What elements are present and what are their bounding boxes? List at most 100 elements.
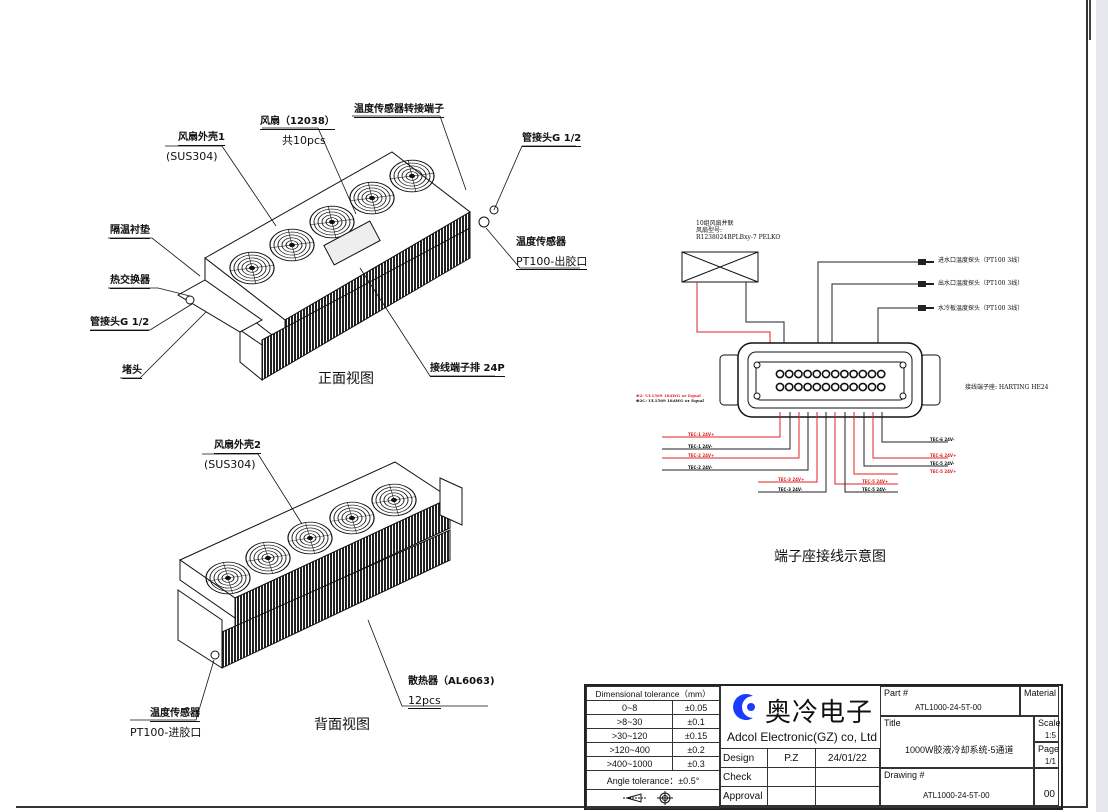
sheet-border <box>16 0 1088 808</box>
designer: P.Z <box>766 748 816 768</box>
connector-pin <box>830 369 840 379</box>
callout-insulation-pad: 隔温衬垫 <box>110 226 150 239</box>
company-name-cn: 奥冷电子 <box>765 698 874 728</box>
connector-pin <box>775 382 785 392</box>
signature-table: Design P.Z 24/01/22 Check Approval <box>720 748 881 806</box>
callout-fan: 风扇（12038） <box>260 117 335 130</box>
title-cell: Title 1000W胶液冷却系统-5通道 <box>880 716 1034 768</box>
tolerance-row: >30~120±0.15 <box>585 728 720 743</box>
connector-pin <box>803 382 812 392</box>
material-cell: Material <box>1020 686 1059 716</box>
part-number-cell: Part # ATL1000-24-5T-00 <box>880 686 1020 716</box>
drawing-title: 1000W胶液冷却系统-5通道 <box>905 745 1014 755</box>
projection-symbol-icon <box>623 791 673 805</box>
front-view-drawing <box>90 115 580 382</box>
connector-pin <box>840 382 849 392</box>
connector-pin <box>821 369 831 379</box>
drawing-number: ATL1000-24-5T-00 <box>923 791 990 800</box>
callout-pipe-fitting-left: 管接头G 1/2 <box>90 318 150 331</box>
callout-temp-sensor-in-spec: PT100-进胶口 <box>130 726 202 739</box>
connector-pin <box>784 382 794 392</box>
connector-pin <box>775 369 785 379</box>
fan-note: 10组风扇并联 风扇型号: R1238024BPLBxy-7 PELKO <box>696 220 781 242</box>
part-number: ATL1000-24-5T-00 <box>915 703 982 712</box>
angle-tolerance: Angle tolerance：±0.5° <box>586 770 720 790</box>
callout-fan-housing-1-material: (SUS304) <box>166 150 218 163</box>
connector-pin <box>876 369 886 379</box>
wire-label: TEC-1 24V+ <box>688 432 715 437</box>
callout-temp-sensor-terminal: 温度传感器转接端子 <box>354 105 444 118</box>
revision: 00 <box>1043 789 1055 800</box>
callout-fan-qty: 共10pcs <box>282 134 326 147</box>
vertical-scrollbar[interactable] <box>1096 0 1108 812</box>
callout-heatsink: 散热器（AL6063) <box>408 676 495 687</box>
callout-temp-sensor-out: 温度传感器 <box>516 237 566 248</box>
company-name-en: Adcol Electronic(GZ) co, Ltd <box>727 730 878 744</box>
drawing-number-cell: Drawing # ATL1000-24-5T-00 <box>880 768 1034 806</box>
connector-pin <box>867 382 877 392</box>
connector-pin <box>803 369 812 379</box>
connector-pin <box>840 369 849 379</box>
design-date: 24/01/22 <box>814 748 881 768</box>
callout-temp-sensor-out-spec: PT100-出胶口 <box>516 255 588 270</box>
wire-label: TEC-6 24V- <box>930 437 955 442</box>
connector-pin <box>867 369 877 379</box>
probe-coldplate-label: 水冷板温度探头（PT100 3线） <box>938 305 1024 312</box>
connector-pin <box>794 382 803 392</box>
callout-temp-sensor-in: 温度传感器 <box>150 709 200 722</box>
connector-pin <box>876 382 886 392</box>
wire-label: TEC-5 24V+ <box>862 479 889 484</box>
projection-symbols <box>586 789 720 809</box>
tolerance-row: >120~400±0.2 <box>585 742 720 757</box>
wiring-diagram <box>662 251 948 493</box>
wire-label: TEC-3 24V- <box>778 487 803 492</box>
back-view-caption: 背面视图 <box>314 717 370 733</box>
wire-label: TEC-3 24V+ <box>778 477 805 482</box>
company-logo: 奥冷电子 Adcol Electronic(GZ) co, Ltd <box>720 686 881 748</box>
sheet-edge-line <box>1089 0 1091 40</box>
callout-fan-housing-2: 风扇外壳2 <box>214 441 261 454</box>
connector-pin <box>812 382 822 392</box>
cable-note-red: Φ2: UL1569 18AWG or Equal <box>636 393 701 398</box>
connector-pin <box>858 382 868 392</box>
connector-pin <box>821 382 831 392</box>
connector-pin <box>830 382 840 392</box>
scale-cell: Scale 1:5 <box>1034 716 1061 742</box>
tolerance-row: >400~1000±0.3 <box>585 756 720 771</box>
callout-terminal-block: 接线端子排 24P <box>430 364 505 377</box>
cable-note-black: Φ2C: UL1569 18AWG or Equal <box>636 398 704 403</box>
wire-label: TEC-2 24V- <box>688 465 713 470</box>
tolerance-row: 0~8±0.05 <box>585 700 720 715</box>
connector-pin <box>849 369 858 379</box>
page-cell: Page 1/1 <box>1034 742 1059 768</box>
callout-heatsink-qty: 12pcs <box>408 694 441 709</box>
callout-fan-housing-2-material: (SUS304) <box>204 458 256 471</box>
wiring-caption: 端子座接线示意图 <box>774 549 886 565</box>
back-view-drawing <box>130 453 488 721</box>
callout-heat-exchanger: 热交换器 <box>110 276 150 289</box>
callout-plug: 堵头 <box>122 366 142 379</box>
wire-label: TEC-6 24V+ <box>930 453 957 458</box>
connector-pin <box>784 369 794 379</box>
callout-fan-housing-1: 风扇外壳1 <box>178 133 225 146</box>
probe-inlet-label: 进水口温度探头（PT100 3线） <box>938 257 1024 264</box>
wire-label: TEC-2 24V+ <box>688 453 715 458</box>
tolerance-header: Dimensional tolerance（mm） <box>586 686 720 701</box>
title-block: Dimensional tolerance（mm） 0~8±0.05 >8~30… <box>584 684 1063 810</box>
front-view-caption: 正面视图 <box>318 371 374 387</box>
page-value: 1/1 <box>1044 757 1056 766</box>
tolerance-row: >8~30±0.1 <box>585 714 720 729</box>
connector-pin <box>812 369 822 379</box>
wire-label: TEC-1 24V- <box>688 444 713 449</box>
wire-label: TEC-5 24V- <box>862 487 887 492</box>
callout-pipe-fitting-right: 管接头G 1/2 <box>522 134 582 147</box>
company-logo-icon <box>733 694 755 720</box>
connector-pin <box>858 369 868 379</box>
tolerance-table: Dimensional tolerance（mm） 0~8±0.05 >8~30… <box>585 686 720 809</box>
probe-outlet-label: 出水口温度探头（PT100 3线） <box>938 280 1024 287</box>
connector-pin <box>794 369 803 379</box>
wire-label: TEC-5 24V+ <box>930 469 957 474</box>
revision-cell: 00 <box>1034 768 1059 806</box>
connector-note: 接线端子座: HARTING HE24 <box>965 384 1049 391</box>
